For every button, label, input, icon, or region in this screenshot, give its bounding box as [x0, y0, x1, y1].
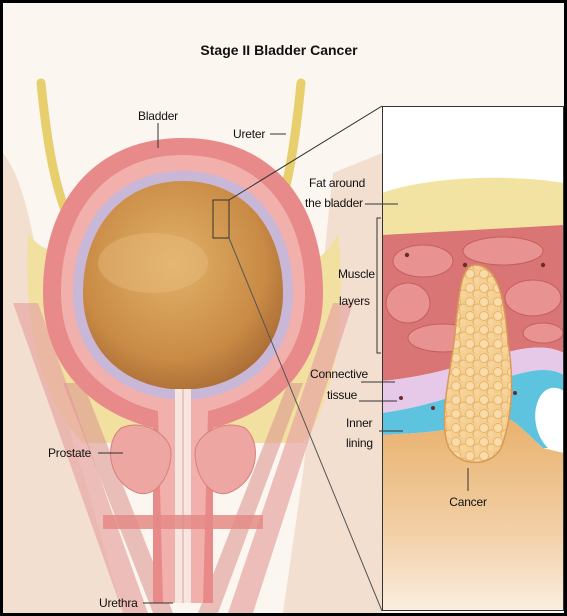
label-prostate: Prostate: [48, 446, 92, 460]
label-bladder: Bladder: [138, 109, 178, 123]
label-inner-line1: Inner: [346, 416, 373, 430]
label-muscle-line2: layers: [339, 294, 370, 308]
label-fat-line2: the bladder: [305, 196, 363, 210]
label-urethra: Urethra: [99, 596, 138, 610]
label-fat-line1: Fat around: [309, 176, 365, 190]
diagram-title: Stage II Bladder Cancer: [200, 42, 358, 58]
label-connective-line2: tissue: [327, 388, 358, 402]
label-connective-line1: Connective: [310, 367, 369, 381]
label-ureter: Ureter: [233, 127, 265, 141]
label-muscle-line1: Muscle: [338, 267, 375, 281]
label-inner-line2: lining: [346, 436, 373, 450]
bladder-illustration: Stage II Bladder Cancer Bladder Ureter F…: [3, 3, 564, 613]
label-cancer: Cancer: [449, 495, 487, 509]
